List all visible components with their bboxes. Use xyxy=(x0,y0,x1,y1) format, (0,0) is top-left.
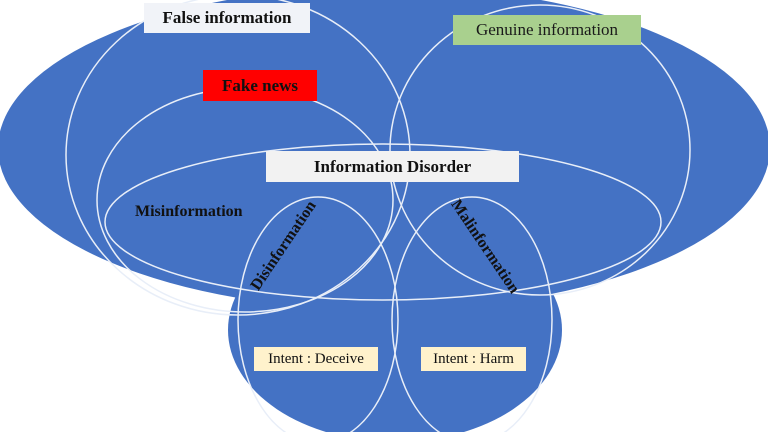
disinformation-ellipse xyxy=(237,196,399,432)
false-information-label: False information xyxy=(144,3,310,33)
information-disorder-ellipse xyxy=(104,143,662,301)
malinformation-ellipse xyxy=(391,196,553,432)
fake-news-label: Fake news xyxy=(203,70,317,101)
intent-harm-label: Intent : Harm xyxy=(421,347,526,371)
misinformation-label: Misinformation xyxy=(135,203,243,220)
genuine-information-label: Genuine information xyxy=(453,15,641,45)
intent-deceive-label: Intent : Deceive xyxy=(254,347,378,371)
bottom-ellipse xyxy=(228,218,562,432)
genuine-information-ellipse xyxy=(389,4,691,296)
information-disorder-label: Information Disorder xyxy=(266,151,519,182)
